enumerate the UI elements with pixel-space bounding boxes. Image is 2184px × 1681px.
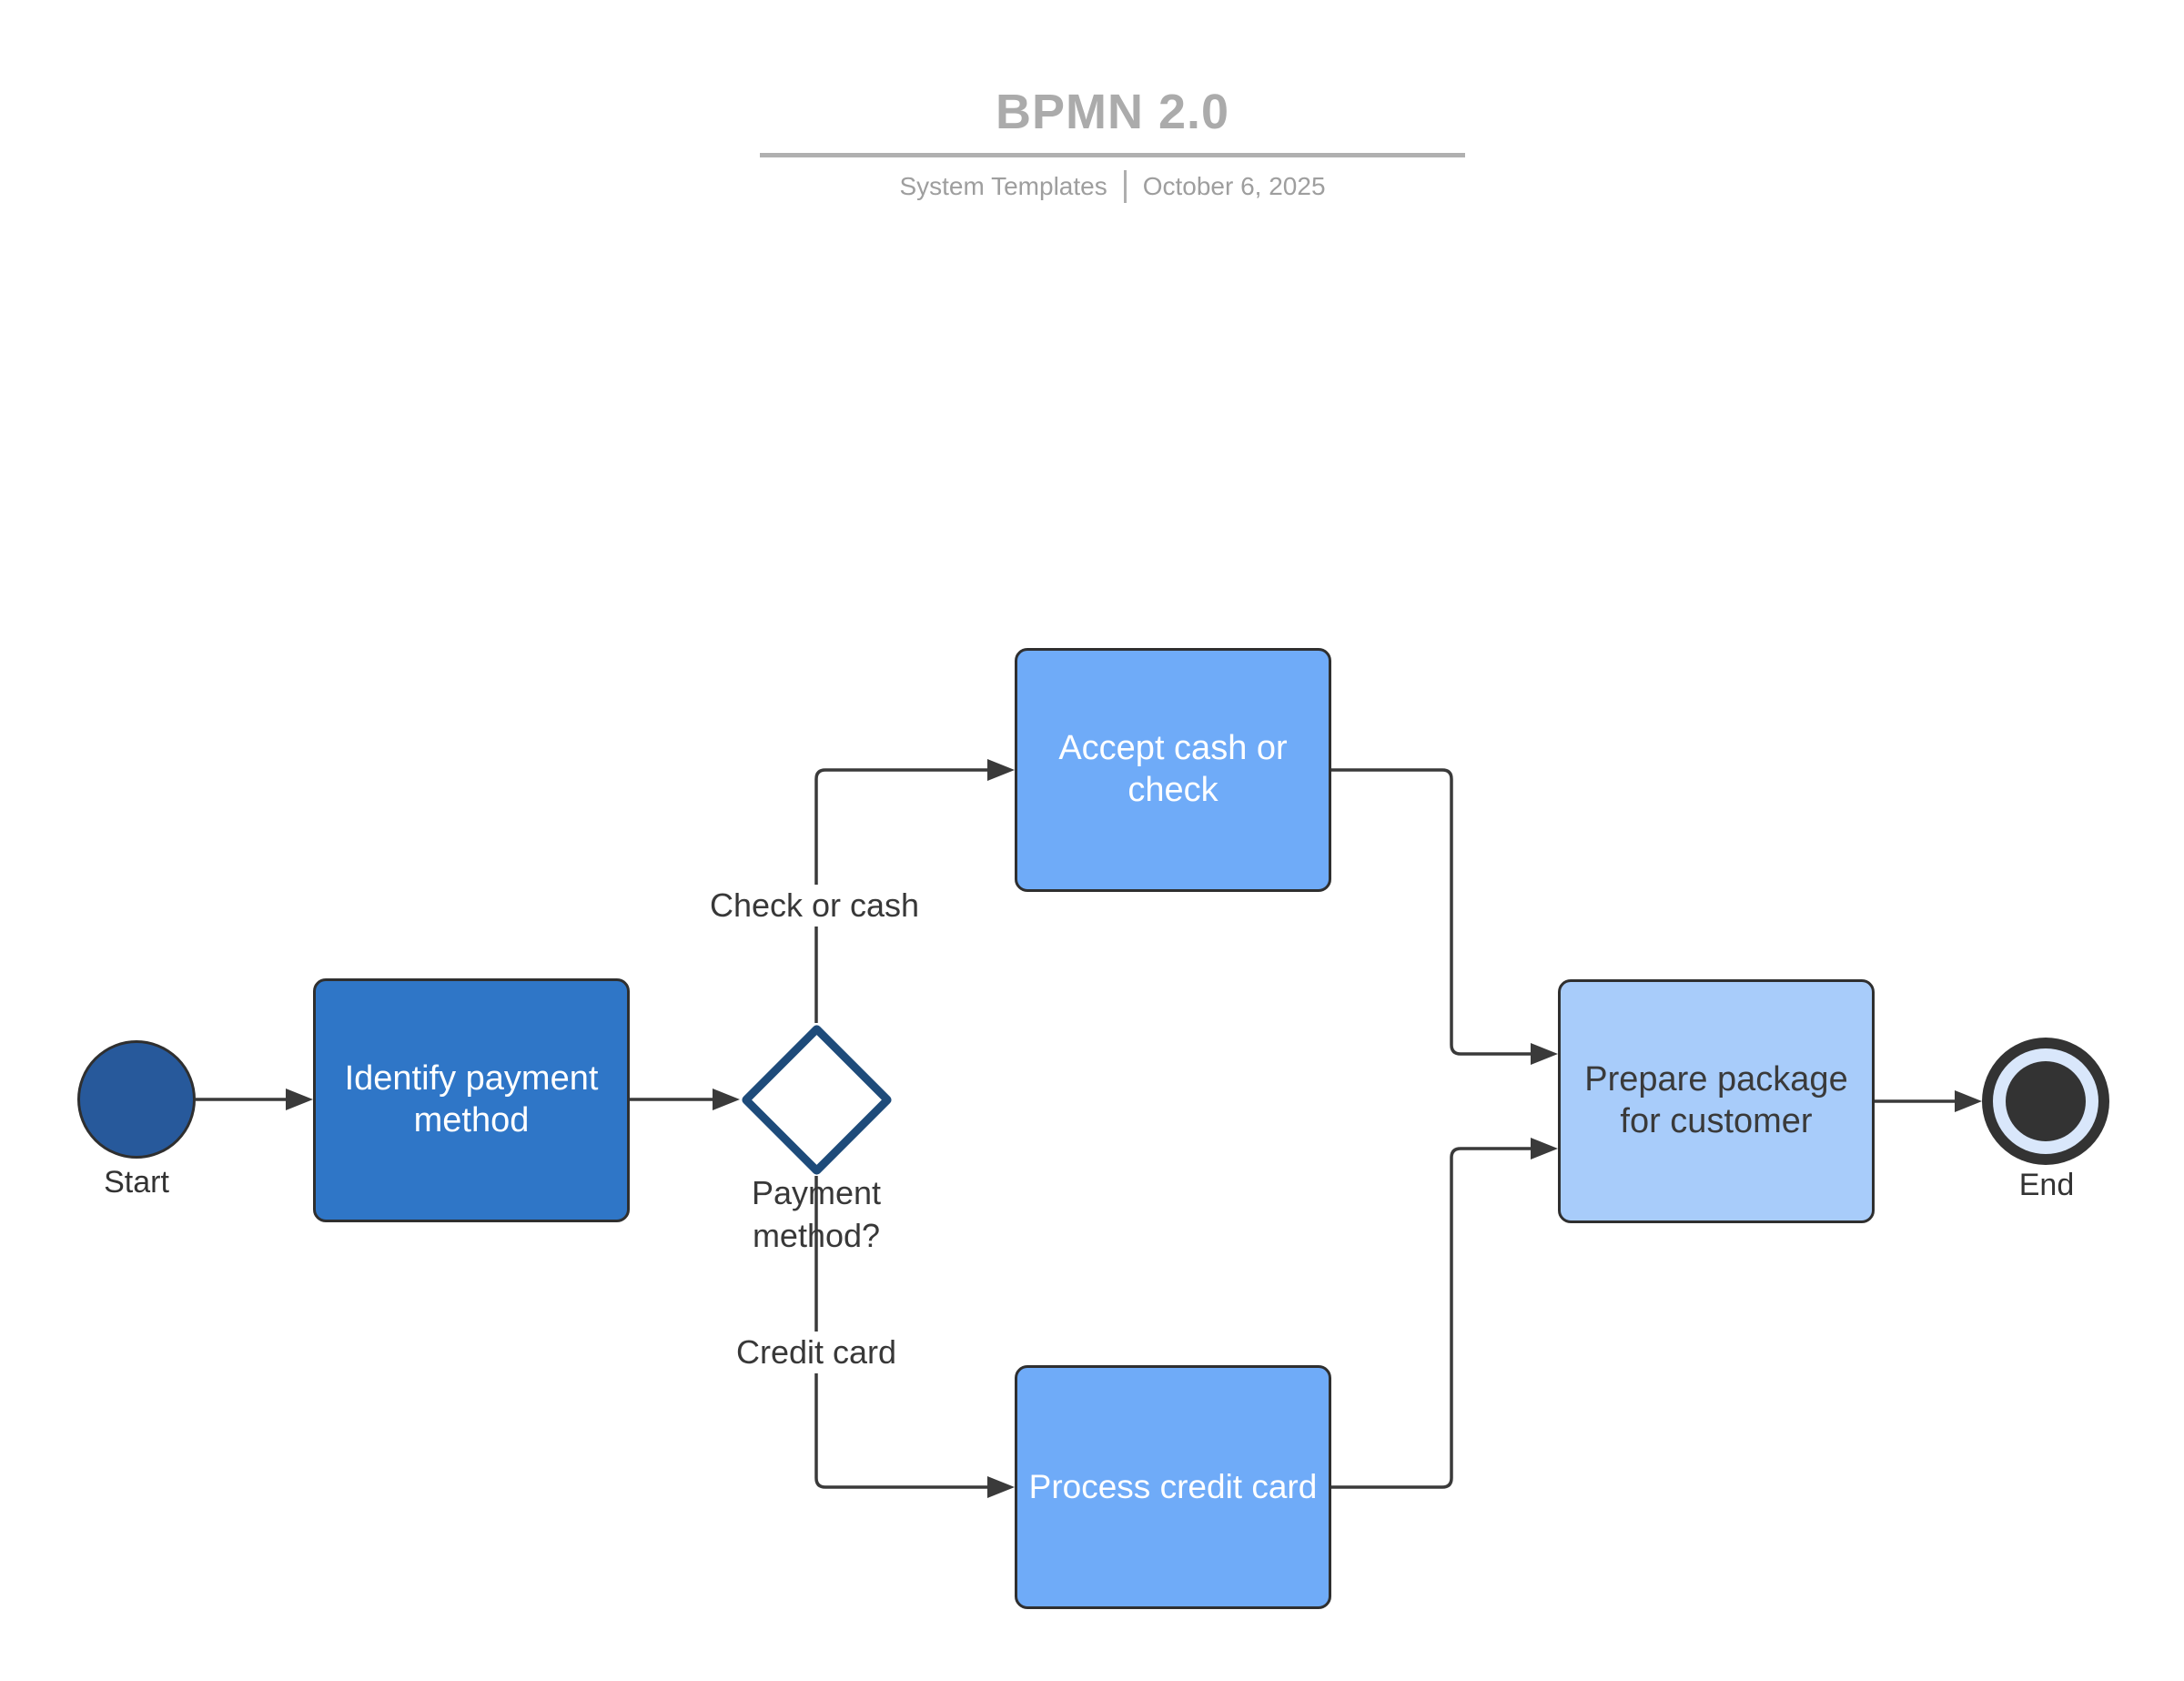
start-event-node[interactable] [77, 1040, 196, 1159]
task-accept-cash-or-check[interactable]: Accept cash or check [1015, 648, 1331, 892]
task-process-credit-card[interactable]: Process credit card [1015, 1365, 1331, 1609]
task-prepare-label: Prepare package for customer [1584, 1060, 1848, 1140]
subtitle-template-name: System Templates [899, 172, 1107, 200]
arrowhead-process [987, 1476, 1015, 1498]
start-event-label: Start [104, 1165, 169, 1200]
edge-label-check-or-cash: Check or cash [700, 885, 929, 927]
task-accept-label: Accept cash or check [1058, 729, 1288, 809]
arrowhead-gateway [713, 1089, 740, 1110]
arrowhead-end [1955, 1090, 1982, 1112]
end-event-label: End [2018, 1168, 2075, 1202]
subtitle: System Templates October 6, 2025 [760, 167, 1465, 207]
arrowhead-identify [286, 1089, 313, 1110]
edge-process-prepare [1331, 1147, 1534, 1489]
page-title: BPMN 2.0 [995, 85, 1230, 139]
task-process-label: Process credit card [1028, 1467, 1318, 1505]
end-event-ring [1993, 1048, 2098, 1154]
subtitle-divider [1123, 170, 1127, 203]
edge-gateway-process [814, 1176, 991, 1489]
task-prepare-package[interactable]: Prepare package for customer [1558, 979, 1875, 1223]
edge-accept-prepare [1331, 768, 1534, 1056]
end-event-core [2006, 1061, 2086, 1141]
task-identify-payment-method[interactable]: Identify payment method [313, 978, 630, 1222]
gateway-label: Payment method? [751, 1174, 882, 1254]
task-identify-label: Identify payment method [344, 1059, 599, 1139]
edge-label-credit-card: Credit card [726, 1332, 906, 1373]
edge-gateway-accept [814, 768, 991, 1023]
arrowhead-prepare-upper [1531, 1043, 1558, 1065]
arrowhead-accept [987, 759, 1015, 781]
subtitle-date: October 6, 2025 [1142, 172, 1326, 200]
end-event-node[interactable] [1982, 1038, 2109, 1165]
arrowhead-prepare-lower [1531, 1138, 1558, 1159]
title-underline [760, 153, 1465, 157]
